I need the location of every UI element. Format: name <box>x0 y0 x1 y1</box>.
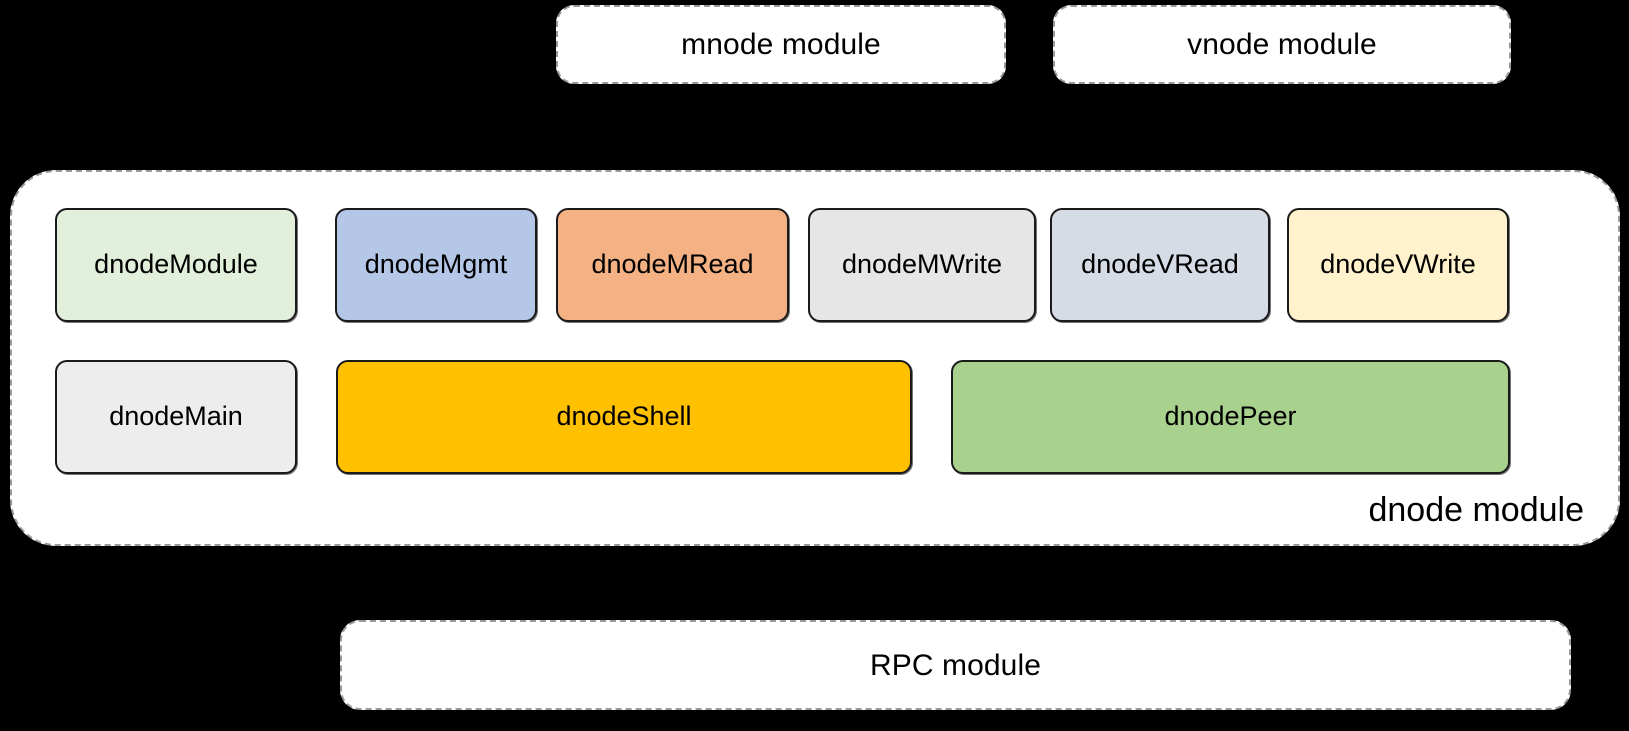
component-dnodeMRead[interactable]: dnodeMRead <box>556 208 789 322</box>
component-dnodeMgmt-label: dnodeMgmt <box>364 249 508 280</box>
mnode-module-label: mnode module <box>681 28 881 61</box>
component-dnodePeer-label: dnodePeer <box>1164 401 1297 432</box>
component-dnodeModule-label: dnodeModule <box>94 249 258 280</box>
component-dnodeMgmt[interactable]: dnodeMgmt <box>335 208 537 322</box>
dnode-module-label: dnode module <box>1368 491 1584 529</box>
rpc-module-label: RPC module <box>869 648 1042 682</box>
component-dnodeVRead-label: dnodeVRead <box>1081 249 1239 280</box>
component-dnodeShell[interactable]: dnodeShell <box>336 360 912 474</box>
component-dnodeMRead-label: dnodeMRead <box>591 249 754 280</box>
component-dnodeMWrite-label: dnodeMWrite <box>841 249 1003 280</box>
vnode-module-box[interactable]: vnode module <box>1053 5 1511 84</box>
component-dnodePeer[interactable]: dnodePeer <box>951 360 1510 474</box>
mnode-module-box[interactable]: mnode module <box>556 5 1006 84</box>
vnode-module-label: vnode module <box>1187 28 1377 61</box>
component-dnodeModule[interactable]: dnodeModule <box>55 208 297 322</box>
rpc-module-box[interactable]: RPC module <box>340 620 1571 710</box>
component-dnodeVWrite-label: dnodeVWrite <box>1320 249 1476 280</box>
component-dnodeMain-label: dnodeMain <box>109 401 243 432</box>
component-dnodeVRead[interactable]: dnodeVRead <box>1050 208 1270 322</box>
component-dnodeVWrite[interactable]: dnodeVWrite <box>1287 208 1509 322</box>
component-dnodeShell-label: dnodeShell <box>556 401 692 432</box>
component-dnodeMWrite[interactable]: dnodeMWrite <box>808 208 1036 322</box>
component-dnodeMain[interactable]: dnodeMain <box>55 360 297 474</box>
